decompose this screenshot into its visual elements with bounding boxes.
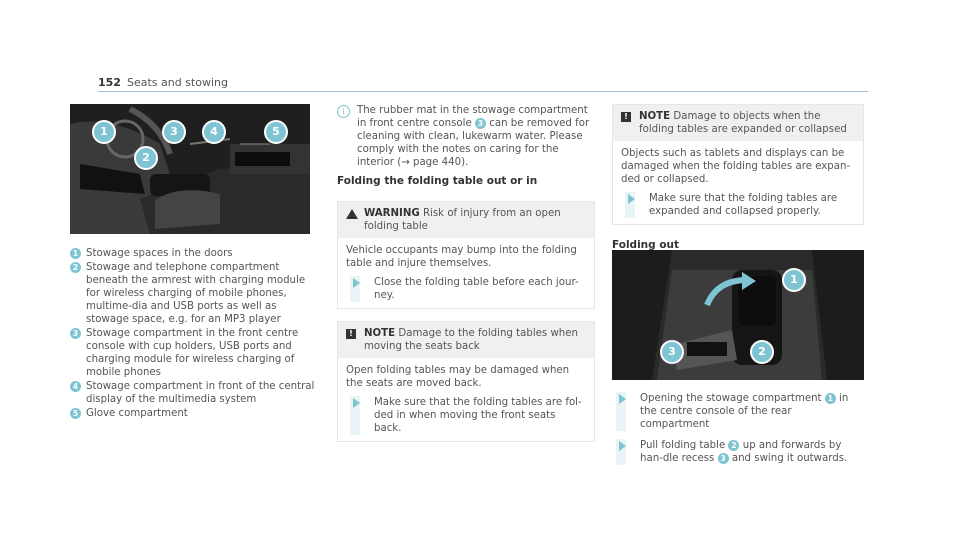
callout-1: 1 xyxy=(782,268,806,292)
instruction-step: Opening the stowage compartment 1 in the… xyxy=(612,392,864,431)
right-column: ! NOTE Damage to objects when the foldin… xyxy=(612,104,864,252)
note-step-text: Make sure that the folding tables are ex… xyxy=(649,193,838,217)
step-bar xyxy=(350,276,360,302)
step-num: 1 xyxy=(824,392,836,404)
callout-1: 1 xyxy=(92,120,116,144)
step-arrow-icon xyxy=(619,441,626,451)
step-num: 2 xyxy=(728,439,740,451)
callout-2: 2 xyxy=(134,146,158,170)
info-num: 3 xyxy=(474,117,486,129)
warning-head-text: Risk of injury from an open folding tabl… xyxy=(364,208,561,232)
section-heading: Folding the folding table out or in xyxy=(337,175,538,187)
note-head: ! NOTE Damage to the folding tables when… xyxy=(338,322,594,358)
callout-3: 3 xyxy=(162,120,186,144)
legend-item: 5 Glove compartment xyxy=(70,407,315,420)
step-bar xyxy=(616,439,626,465)
legend-item: 3 Stowage compartment in the front centr… xyxy=(70,327,315,379)
legend-text: Stowage and telephone compartment beneat… xyxy=(86,262,306,325)
note-box: ! NOTE Damage to the folding tables when… xyxy=(337,321,595,442)
note-head: ! NOTE Damage to objects when the foldin… xyxy=(613,105,863,141)
warning-box: WARNING Risk of injury from an open fold… xyxy=(337,201,595,309)
interior-photo: 1 2 3 4 5 xyxy=(70,104,310,234)
step-arrow-icon xyxy=(353,398,360,408)
section-title: Seats and stowing xyxy=(126,76,228,89)
legend-list: 1 Stowage spaces in the doors 2 Stowage … xyxy=(70,247,315,421)
note-step: Make sure that the folding tables are fo… xyxy=(346,396,586,435)
legend-num: 1 xyxy=(70,248,81,259)
legend-text: Stowage compartment in the front centre … xyxy=(86,328,299,378)
legend-num: 2 xyxy=(70,262,81,273)
step-num: 3 xyxy=(717,452,729,464)
step-arrow-icon xyxy=(619,394,626,404)
legend-item: 2 Stowage and telephone compartment bene… xyxy=(70,261,315,326)
step-bar xyxy=(625,192,635,218)
note-icon: ! xyxy=(346,329,356,339)
folding-table-illustration xyxy=(612,250,864,380)
legend-text: Stowage spaces in the doors xyxy=(86,248,233,259)
note-head-text: Damage to the folding tables when moving… xyxy=(364,328,578,352)
note-icon: ! xyxy=(621,112,631,122)
note-head-text: Damage to objects when the folding table… xyxy=(639,111,847,135)
section-heading: Folding out xyxy=(612,239,680,251)
legend-item: 1 Stowage spaces in the doors xyxy=(70,247,315,260)
note-text: Open folding tables may be damaged when … xyxy=(346,365,570,389)
note-label: NOTE xyxy=(639,111,671,122)
note-step-text: Make sure that the folding tables are fo… xyxy=(374,397,582,434)
middle-column: i The rubber mat in the stowage compartm… xyxy=(337,104,595,442)
right-steps: Opening the stowage compartment 1 in the… xyxy=(612,392,864,465)
info-text-post: can be removed for cleaning with clean, … xyxy=(357,118,590,168)
info-text-pre: The rubber mat in the stowage compartmen… xyxy=(357,105,588,129)
info-icon: i xyxy=(337,105,350,118)
warning-head: WARNING Risk of injury from an open fold… xyxy=(338,202,594,238)
callout-5: 5 xyxy=(264,120,288,144)
page-number: 152 xyxy=(98,76,121,89)
callout-4: 4 xyxy=(202,120,226,144)
warning-step-text: Close the folding table before each jour… xyxy=(374,277,579,301)
note-box: ! NOTE Damage to objects when the foldin… xyxy=(612,104,864,225)
note-text: Objects such as tablets and displays can… xyxy=(621,148,851,185)
legend-text: Glove compartment xyxy=(86,408,188,419)
step-text-pre: Opening the stowage compartment xyxy=(640,393,822,404)
step-text-post: and swing it outwards. xyxy=(731,453,848,464)
legend-num: 4 xyxy=(70,381,81,392)
info-note: i The rubber mat in the stowage compartm… xyxy=(337,104,595,169)
callout-3: 3 xyxy=(660,340,684,364)
callout-2: 2 xyxy=(750,340,774,364)
step-arrow-icon xyxy=(353,278,360,288)
instruction-step: Pull folding table 2 up and forwards by … xyxy=(612,439,864,465)
step-text-pre: Pull folding table xyxy=(640,440,726,451)
note-label: NOTE xyxy=(364,328,396,339)
step-text-mid: up and forwards by han-dle recess xyxy=(640,440,842,464)
note-body: Objects such as tablets and displays can… xyxy=(613,141,863,224)
warning-text: Vehicle occupants may bump into the fold… xyxy=(346,245,577,269)
page-header: 152 Seats and stowing xyxy=(98,76,228,89)
warning-label: WARNING xyxy=(364,208,420,219)
legend-item: 4 Stowage compartment in front of the ce… xyxy=(70,380,315,406)
legend-num: 5 xyxy=(70,408,81,419)
note-step: Make sure that the folding tables are ex… xyxy=(621,192,855,218)
warning-body: Vehicle occupants may bump into the fold… xyxy=(338,238,594,308)
header-rule xyxy=(98,91,868,92)
step-arrow-icon xyxy=(628,194,635,204)
legend-text: Stowage compartment in front of the cent… xyxy=(86,381,315,405)
folding-table-photo: 1 2 3 xyxy=(612,250,864,380)
step-bar xyxy=(350,396,360,435)
step-text-post: in the centre console of the rear compar… xyxy=(640,393,849,430)
warning-step: Close the folding table before each jour… xyxy=(346,276,586,302)
note-body: Open folding tables may be damaged when … xyxy=(338,358,594,441)
warning-icon xyxy=(346,209,358,219)
legend-num: 3 xyxy=(70,328,81,339)
step-bar xyxy=(616,392,626,431)
